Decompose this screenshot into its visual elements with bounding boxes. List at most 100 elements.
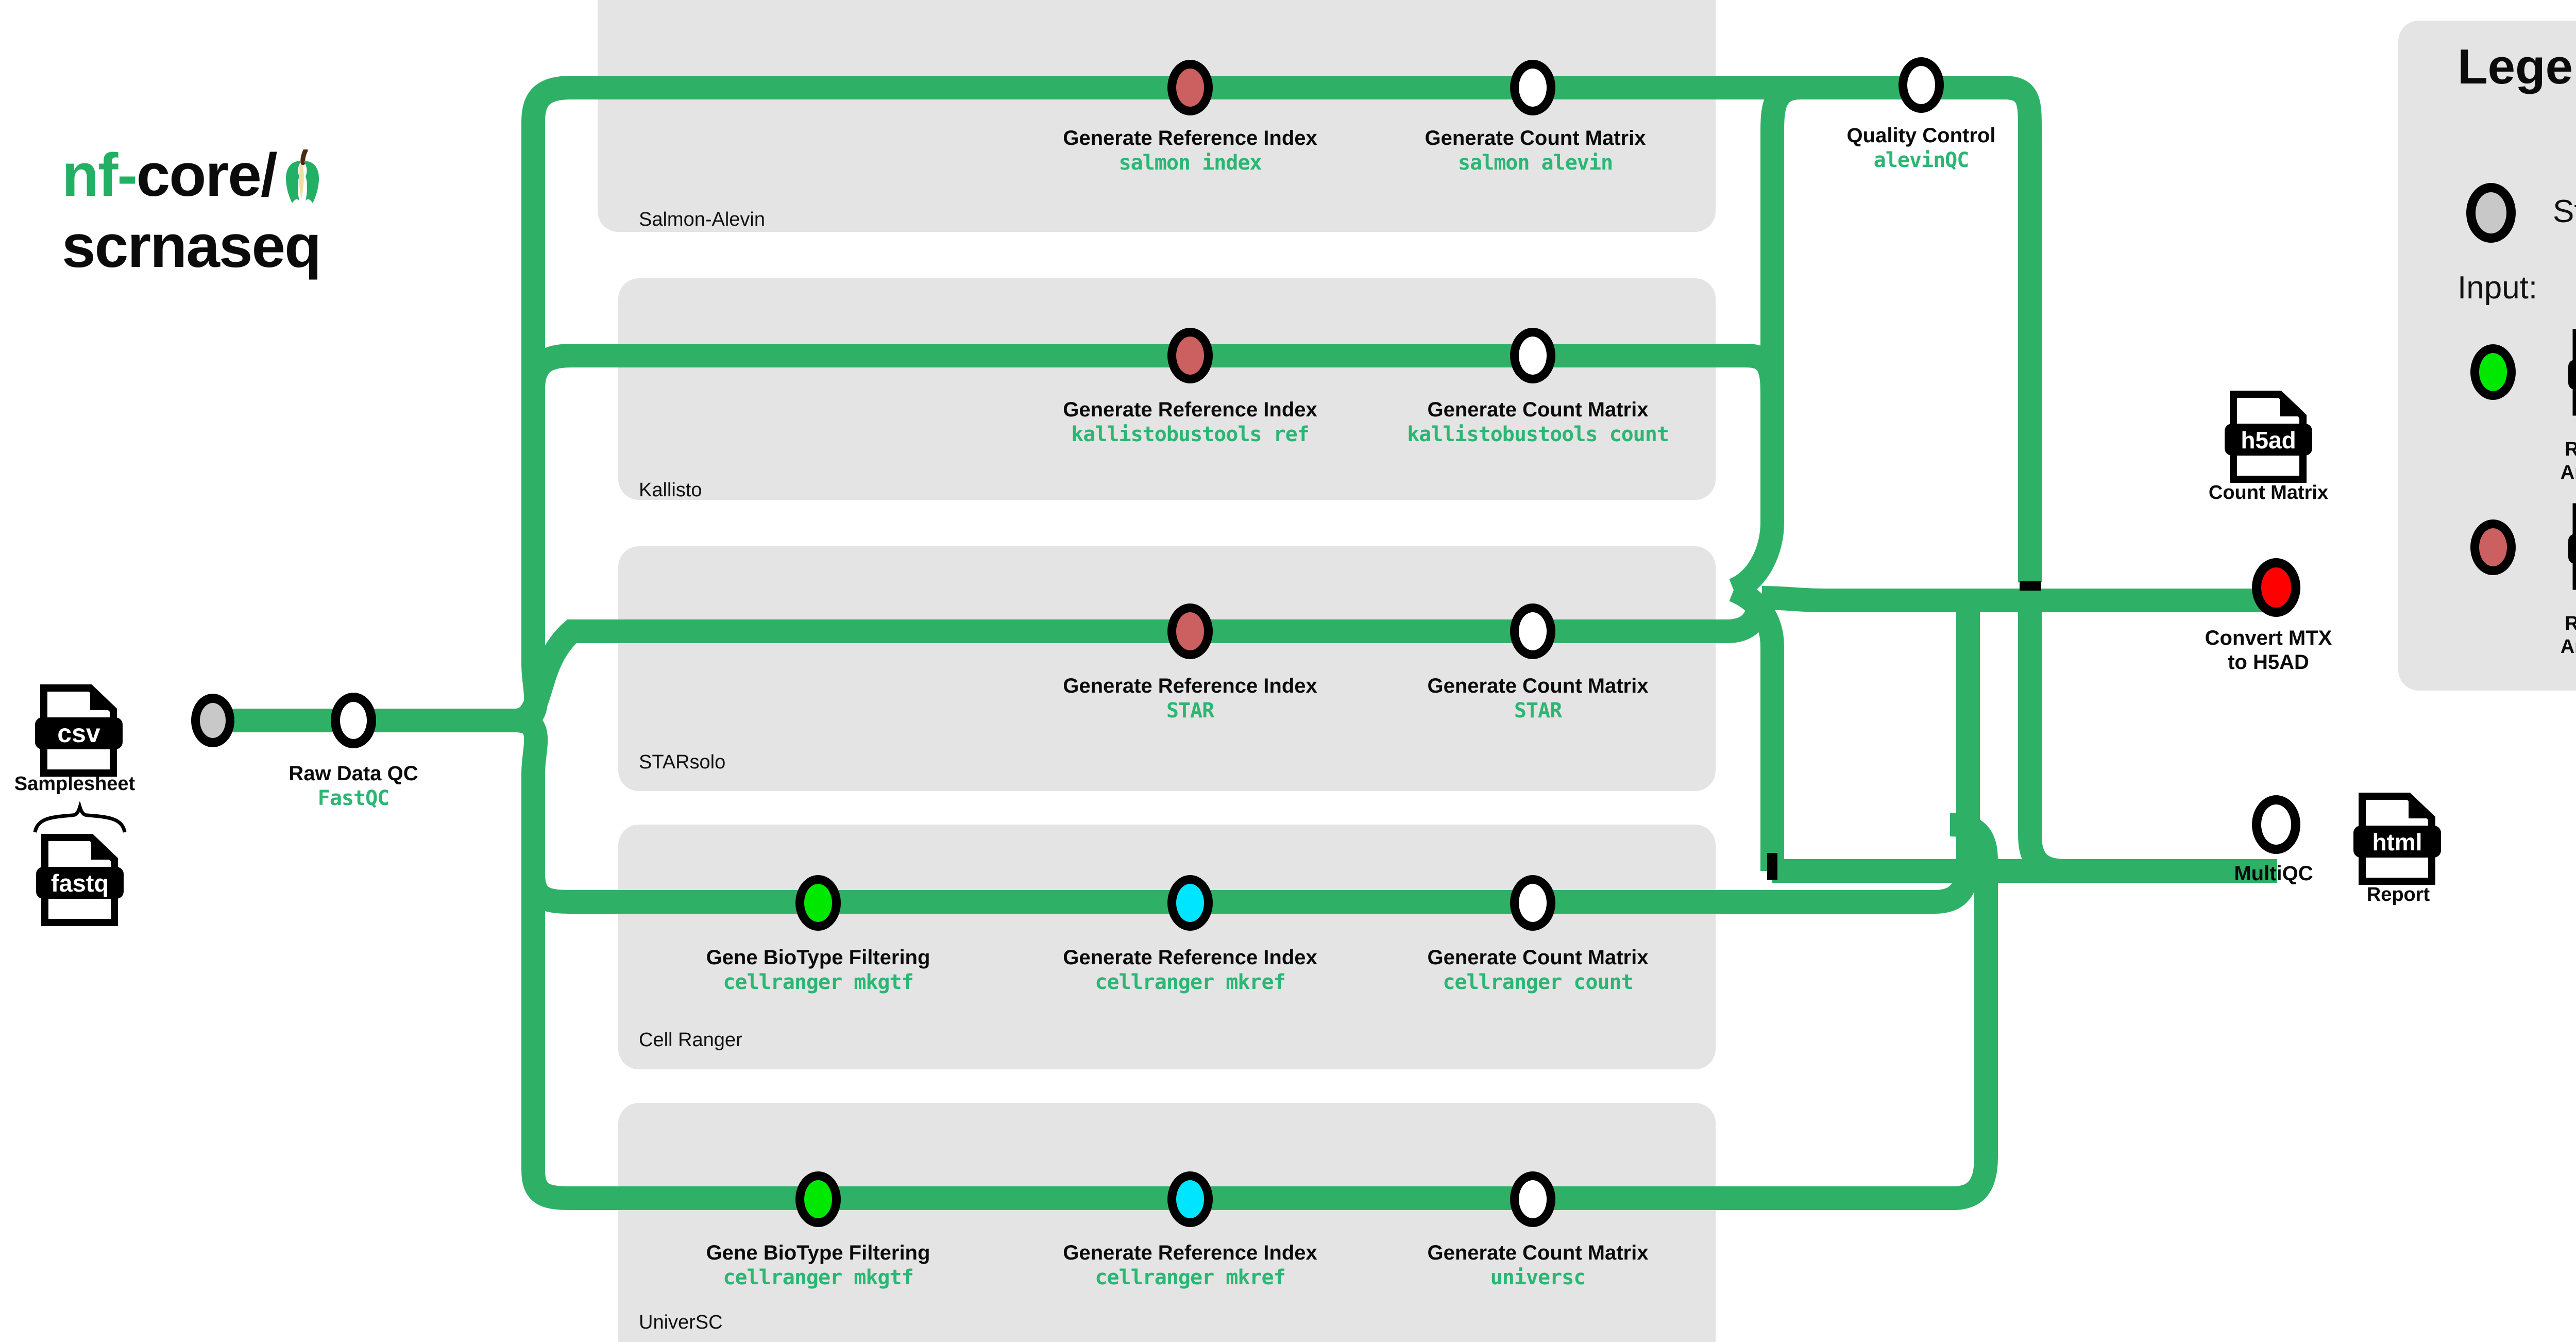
label-universc-mkref: Generate Reference Index cellranger mkre… <box>1010 1241 1370 1290</box>
lane-box-cell-ranger <box>618 825 1716 1069</box>
nf-core-logo: nf-core/ scrnaseq <box>62 144 484 278</box>
node-cellranger-mkref[interactable] <box>1167 875 1213 931</box>
logo-line-2: scrnaseq <box>62 212 321 281</box>
label-universc-count: Generate Count Matrix universc <box>1358 1241 1718 1290</box>
label-salmon-index-title: Generate Reference Index <box>1063 127 1317 149</box>
edge-branch-kallisto <box>521 344 1190 665</box>
label-universc-mkref-title: Generate Reference Index <box>1063 1242 1317 1264</box>
label-cellranger-mkgtf-tool: cellranger mkgtf <box>723 970 913 995</box>
label-universc-mkref-tool: cellranger mkref <box>1095 1266 1285 1290</box>
node-universc-mkgtf[interactable] <box>795 1171 841 1227</box>
svg-text:fastq: fastq <box>51 869 109 897</box>
legend-input-label: Input: <box>2458 270 2538 306</box>
label-kallisto-count-tool: kallistobustools count <box>1407 423 1669 447</box>
edge-branch-universc <box>521 773 1190 1210</box>
label-universc-mkgtf-title: Gene BioType Filtering <box>706 1242 930 1264</box>
edge-converge-down-leg <box>1728 579 1784 871</box>
count-matrix-caption: Count Matrix <box>2208 482 2329 504</box>
edge-universc-out <box>1190 813 1998 1210</box>
label-raw-data-qc-title: Raw Data QC <box>289 762 418 785</box>
label-cellranger-mkgtf-title: Gene BioType Filtering <box>706 946 930 969</box>
edge-qc-left-down <box>1760 76 1802 523</box>
legend-gtf2-file-icon: gtf <box>2568 503 2576 590</box>
legend-caption-reference-annotation-1: Reference Annotation <box>2514 438 2576 484</box>
svg-text:csv: csv <box>57 719 100 748</box>
label-salmon-alevin: Generate Count Matrix salmon alevin <box>1355 126 1716 175</box>
label-convert-mtx-line1: Convert MTX <box>2205 627 2332 649</box>
node-samplesheet-start[interactable] <box>191 694 234 747</box>
label-cellranger-count-tool: cellranger count <box>1443 970 1633 995</box>
logo-nf-text: nf- <box>62 141 138 209</box>
edge-kallisto-out <box>1190 344 1784 523</box>
legend-cap1-line1: Reference <box>2565 439 2576 460</box>
label-convert-mtx-line2: to H5AD <box>2228 651 2309 674</box>
label-cellranger-count: Generate Count Matrix cellranger count <box>1358 946 1718 995</box>
edge-qc-right-to-down <box>1780 76 2042 582</box>
crossing-tick-a <box>2020 581 2041 591</box>
lane-title-kallisto: Kallisto <box>639 479 702 501</box>
label-kallisto-ref-tool: kallistobustools ref <box>1071 423 1310 447</box>
legend-cap3-line2: Annotation <box>2560 635 2576 658</box>
label-raw-data-qc-tool: FastQC <box>317 786 390 811</box>
label-cellranger-mkref-tool: cellranger mkref <box>1095 970 1285 995</box>
node-salmon-alevin[interactable] <box>1510 60 1555 115</box>
label-star-count-title: Generate Count Matrix <box>1427 675 1649 697</box>
legend-caption-reference-annotation-2: Reference Annotation <box>2514 612 2576 659</box>
node-quality-control[interactable] <box>1899 57 1944 113</box>
label-multiqc-title: MultiQC <box>2234 862 2313 885</box>
lane-title-starsolo: STARsolo <box>639 751 726 773</box>
svg-text:h5ad: h5ad <box>2241 427 2296 454</box>
edge-converge-to-convert <box>1761 586 2277 612</box>
node-universc-count[interactable] <box>1510 1171 1555 1227</box>
legend-start-label: Start <box>2553 194 2576 229</box>
node-kallistobustools-count[interactable] <box>1510 328 1555 383</box>
report-caption: Report <box>2366 884 2430 905</box>
crossing-tick-b <box>1767 853 1777 880</box>
html-file-icon: html <box>2353 793 2441 885</box>
label-salmon-index-tool: salmon index <box>1118 151 1262 175</box>
node-salmon-index[interactable] <box>1167 60 1213 115</box>
label-star-index-title: Generate Reference Index <box>1063 675 1317 697</box>
label-universc-mkgtf: Gene BioType Filtering cellranger mkgtf <box>638 1241 998 1290</box>
lane-box-salmon-alevin <box>598 0 1716 232</box>
node-convert-mtx-to-h5ad[interactable] <box>2252 558 2300 617</box>
apple-core-icon <box>282 148 322 215</box>
node-multiqc[interactable] <box>2252 795 2300 854</box>
label-universc-count-title: Generate Count Matrix <box>1427 1242 1649 1264</box>
label-convert-mtx: Convert MTX to H5AD <box>2147 626 2389 675</box>
samplesheet-brace <box>33 800 127 833</box>
node-star-count[interactable] <box>1510 603 1555 659</box>
label-multiqc: MultiQC <box>2153 862 2395 886</box>
label-universc-mkgtf-tool: cellranger mkgtf <box>723 1266 913 1290</box>
lane-box-universc <box>618 1103 1716 1342</box>
label-salmon-index: Generate Reference Index salmon index <box>1010 126 1370 175</box>
node-universc-mkref[interactable] <box>1167 1171 1213 1227</box>
legend-title: Legend <box>2458 39 2576 94</box>
label-quality-control-tool: alevinQC <box>1873 148 1970 173</box>
legend-cap3-line1: Reference <box>2565 613 2576 634</box>
node-kallistobustools-ref[interactable] <box>1167 328 1213 383</box>
label-quality-control: Quality Control alevinQC <box>1767 124 2076 173</box>
node-cellranger-count[interactable] <box>1510 875 1555 931</box>
label-salmon-alevin-title: Generate Count Matrix <box>1425 127 1646 149</box>
label-kallisto-ref-title: Generate Reference Index <box>1063 398 1317 421</box>
edge-vert-3940 <box>2018 600 2066 883</box>
node-raw-data-qc[interactable] <box>331 693 376 748</box>
label-star-index-tool: STAR <box>1166 699 1214 723</box>
h5ad-file-icon: h5ad <box>2225 391 2312 483</box>
label-kallisto-count: Generate Count Matrix kallistobustools c… <box>1358 398 1718 447</box>
csv-file-icon: csv <box>35 684 123 777</box>
lane-box-kallisto <box>618 278 1716 500</box>
label-salmon-alevin-tool: salmon alevin <box>1458 151 1613 175</box>
svg-text:html: html <box>2372 829 2422 855</box>
legend-gtf-file-icon: gtf <box>2568 329 2576 416</box>
node-star-index[interactable] <box>1167 603 1213 659</box>
node-cellranger-mkgtf[interactable] <box>795 875 841 931</box>
label-star-count: Generate Count Matrix STAR <box>1358 674 1718 723</box>
